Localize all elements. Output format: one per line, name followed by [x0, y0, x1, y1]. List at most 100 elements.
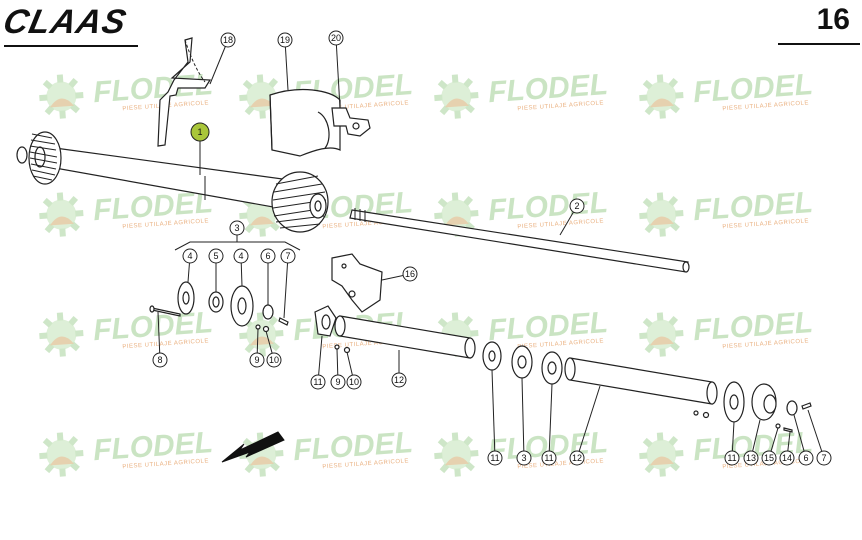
bolt-8: [149, 305, 181, 317]
callout-11: 11: [487, 450, 503, 466]
callout-label: 8: [157, 355, 162, 365]
bracket-16: [331, 253, 383, 313]
callout-label: 12: [394, 375, 404, 385]
brand-underline: [4, 45, 138, 47]
callout-16: 16: [402, 266, 418, 282]
callout-6: 6: [260, 248, 276, 264]
callout-label: 9: [335, 377, 340, 387]
callout-label: 3: [521, 453, 526, 463]
callout-12: 12: [569, 450, 585, 466]
watermark-gear-icon: [434, 432, 479, 477]
watermark-gear-icon: [639, 432, 684, 477]
shaft-2: [349, 208, 690, 273]
callout-10: 10: [266, 352, 282, 368]
hub-13: [751, 383, 777, 421]
callout-label: 11: [313, 377, 322, 387]
tube-12-right: [564, 357, 718, 405]
callout-12: 12: [391, 372, 407, 388]
callout-label: 11: [544, 453, 553, 463]
callout-label: 4: [187, 251, 192, 261]
callout-9: 9: [330, 374, 346, 390]
shaft-end-left: [16, 146, 28, 164]
callout-3: 3: [229, 220, 245, 236]
leader-line-20: [335, 37, 341, 109]
callout-label: 1: [197, 127, 202, 137]
leader-line-11: [548, 383, 553, 459]
bracket-18: [157, 37, 212, 147]
watermark-gear-icon: [39, 192, 84, 237]
callout-label: 12: [572, 453, 582, 463]
callout-11: 11: [541, 450, 557, 466]
callout-15: 15: [761, 450, 777, 466]
callout-label: 10: [269, 355, 279, 365]
callout-label: 18: [223, 35, 233, 45]
callout-9: 9: [249, 352, 265, 368]
leader-line-18: [209, 39, 229, 85]
callout-3: 3: [516, 450, 532, 466]
leader-line-19: [284, 39, 289, 91]
callout-13: 13: [743, 450, 759, 466]
callout-4: 4: [182, 248, 198, 264]
pulley-right: [271, 171, 329, 233]
callout-7: 7: [816, 450, 832, 466]
callout-label: 16: [405, 269, 415, 279]
callout-label: 15: [764, 453, 774, 463]
callout-label: 2: [574, 201, 579, 211]
screw-7-right: [801, 402, 812, 410]
callout-11: 11: [310, 374, 326, 390]
callout-label: 6: [803, 453, 808, 463]
flange-4b: [230, 285, 254, 327]
tube-12-middle: [334, 315, 476, 359]
callout-20: 20: [328, 30, 344, 46]
drive-shaft-1: [16, 131, 329, 233]
pulley-left: [28, 131, 62, 185]
watermark-gear-icon: [434, 74, 479, 119]
callout-19: 19: [277, 32, 293, 48]
callout-18: 18: [220, 32, 236, 48]
callout-label: 13: [746, 453, 756, 463]
callout-8: 8: [152, 352, 168, 368]
direction-arrow-icon: [221, 431, 285, 463]
callout-10: 10: [346, 374, 362, 390]
page-number-underline: [778, 43, 860, 45]
flange-4a: [177, 281, 195, 315]
callout-label: 14: [782, 453, 792, 463]
watermark-gear-icon: [39, 74, 84, 119]
collar-6: [262, 304, 274, 320]
leader-line-11: [317, 335, 323, 383]
callout-label: 19: [280, 35, 290, 45]
watermark-gear-icon: [639, 312, 684, 357]
callout-label: 7: [821, 453, 826, 463]
callout-label: 6: [265, 251, 270, 261]
watermark-gear-icon: [639, 192, 684, 237]
flange-3-center: [511, 345, 533, 379]
leader-line-8: [157, 311, 161, 361]
cover-19: [269, 89, 341, 157]
flange-11-right: [723, 381, 745, 423]
callout-label: 9: [254, 355, 259, 365]
callout-label: 5: [213, 251, 218, 261]
callout-14: 14: [779, 450, 795, 466]
leader-line-7: [807, 409, 825, 459]
screw-7: [278, 317, 289, 326]
callout-label: 11: [490, 453, 499, 463]
flange-11-left: [314, 305, 337, 337]
leader-line-7: [283, 255, 289, 319]
watermark-gear-icon: [434, 192, 479, 237]
callout-2: 2: [569, 198, 585, 214]
callout-label: 4: [238, 251, 243, 261]
flange-11-center-a: [482, 341, 502, 371]
